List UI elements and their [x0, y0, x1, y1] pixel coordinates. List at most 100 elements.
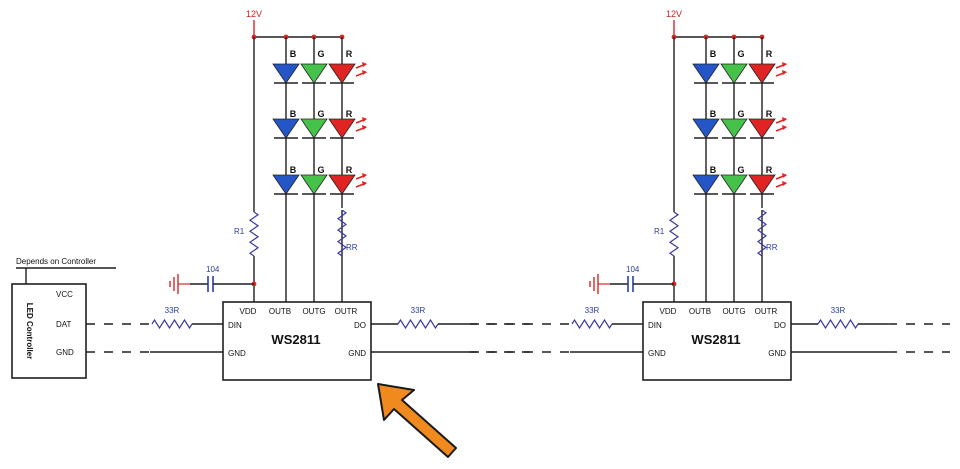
ground-icon: [169, 274, 190, 294]
pin-outb: OUTB: [269, 307, 291, 316]
column-label-g: G: [737, 165, 744, 175]
rr-gap: [340, 208, 344, 210]
red-led: [748, 118, 776, 139]
pin-do: DO: [354, 321, 366, 330]
column-label-g: G: [317, 109, 324, 119]
controller-pin-dat: DAT: [56, 320, 72, 329]
column-label-r: R: [766, 165, 773, 175]
ws2811-chip: [642, 301, 792, 381]
controller-pin-vcc: VCC: [56, 290, 73, 299]
rr-label: RR: [346, 243, 358, 252]
supply-label: 12V: [666, 9, 682, 19]
light-ray-head: [782, 70, 787, 75]
red-led: [748, 63, 776, 84]
rr-resistor: [336, 209, 348, 257]
pin-gnd-right: GND: [348, 349, 366, 358]
blue-led: [692, 118, 720, 139]
green-led: [720, 174, 748, 195]
pin-do: DO: [774, 321, 786, 330]
column-label-b: B: [290, 49, 297, 59]
light-ray-head: [782, 181, 787, 186]
column-label-r: R: [766, 109, 773, 119]
r-in-label: 33R: [165, 306, 180, 315]
led-controller: Depends on Controller LED Controller VCC…: [11, 257, 116, 379]
light-ray-head: [362, 62, 367, 67]
controller-box: [11, 283, 87, 379]
light-ray-head: [782, 117, 787, 122]
pin-outb: OUTB: [689, 307, 711, 316]
r-out-resistor: [817, 318, 859, 330]
r-in-resistor: [151, 318, 193, 330]
light-ray-head: [782, 173, 787, 178]
blue-led: [272, 118, 300, 139]
pin-outg: OUTG: [722, 307, 745, 316]
green-led: [720, 63, 748, 84]
red-led: [748, 174, 776, 195]
rr-label: RR: [766, 243, 778, 252]
column-label-r: R: [346, 165, 353, 175]
rr-resistor: [756, 209, 768, 257]
light-ray-head: [362, 173, 367, 178]
column-label-b: B: [290, 165, 297, 175]
column-label-b: B: [710, 49, 717, 59]
red-led: [328, 63, 356, 84]
column-label-b: B: [710, 165, 717, 175]
controller-pin-gnd: GND: [56, 348, 74, 357]
r1-resistor: [668, 211, 680, 257]
column-label-g: G: [737, 109, 744, 119]
pin-vdd: VDD: [660, 307, 677, 316]
red-led: [328, 174, 356, 195]
chip-name: WS2811: [271, 332, 320, 347]
r1-resistor: [248, 211, 260, 257]
column-label-b: B: [290, 109, 297, 119]
controller-title: LED Controller: [25, 303, 34, 359]
pin-din: DIN: [228, 321, 242, 330]
pin-gnd-right: GND: [768, 349, 786, 358]
column-label-b: B: [710, 109, 717, 119]
chip-name: WS2811: [691, 332, 740, 347]
pin-din: DIN: [648, 321, 662, 330]
r-out-resistor: [397, 318, 439, 330]
r-out-label: 33R: [831, 306, 846, 315]
light-ray-head: [362, 181, 367, 186]
green-led: [300, 63, 328, 84]
r-in-label: 33R: [585, 306, 600, 315]
column-label-g: G: [737, 49, 744, 59]
column-label-g: G: [317, 165, 324, 175]
pin-outr: OUTR: [335, 307, 358, 316]
r1-label: R1: [234, 227, 245, 236]
blue-led: [272, 174, 300, 195]
pin-gnd-left: GND: [648, 349, 666, 358]
blue-led: [692, 174, 720, 195]
cap-label: 104: [206, 265, 220, 274]
ground-icon: [589, 274, 610, 294]
cap-label: 104: [626, 265, 640, 274]
column-label-r: R: [766, 49, 773, 59]
red-led: [328, 118, 356, 139]
blue-led: [272, 63, 300, 84]
column-label-g: G: [317, 49, 324, 59]
controller-note: Depends on Controller: [16, 257, 96, 266]
r1-label: R1: [654, 227, 665, 236]
r-out-label: 33R: [411, 306, 426, 315]
light-ray-head: [362, 70, 367, 75]
column-label-r: R: [346, 109, 353, 119]
green-led: [720, 118, 748, 139]
green-led: [300, 118, 328, 139]
arrow-icon: [377, 383, 457, 458]
pin-outg: OUTG: [302, 307, 325, 316]
pin-gnd-left: GND: [228, 349, 246, 358]
ws2811-chip: [222, 301, 372, 381]
blue-led: [692, 63, 720, 84]
green-led: [300, 174, 328, 195]
pin-vdd: VDD: [240, 307, 257, 316]
light-ray-head: [362, 117, 367, 122]
pin-outr: OUTR: [755, 307, 778, 316]
light-ray-head: [782, 62, 787, 67]
rr-gap: [760, 208, 764, 210]
column-label-r: R: [346, 49, 353, 59]
